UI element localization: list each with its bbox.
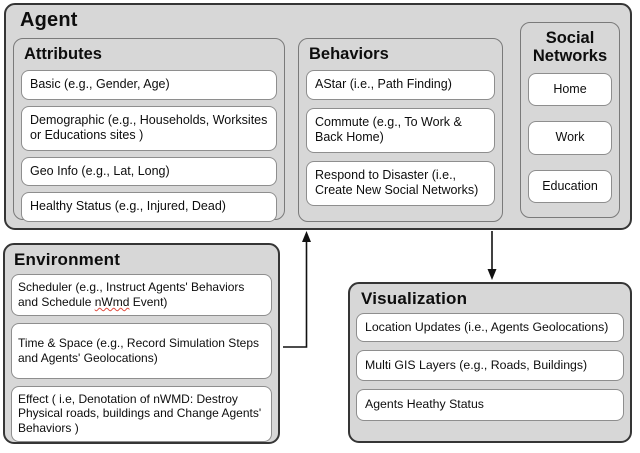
environment-panel: Environment Scheduler (e.g., Instruct Ag… [3,243,280,444]
environment-items: Scheduler (e.g., Instruct Agents' Behavi… [11,274,272,449]
visualization-item-location-updates: Location Updates (i.e., Agents Geolocati… [356,313,624,343]
environment-to-behaviors-arrow [283,231,311,348]
social-networks-group: Social Networks Home Work Education [520,22,620,218]
social-network-item-education: Education [528,169,612,204]
agent-to-visualization-arrow [487,231,497,280]
visualization-item-multi-gis-layers: Multi GIS Layers (e.g., Roads, Buildings… [356,350,624,382]
environment-item-time-space: Time & Space (e.g., Record Simulation St… [11,322,272,379]
behavior-item-commute: Commute (e.g., To Work & Back Home) [306,107,495,153]
behavior-item-astar: AStar (i.e., Path Finding) [306,70,495,100]
scheduler-misspelled-word: nWmd [94,294,130,309]
behaviors-group: Behaviors AStar (i.e., Path Finding) Com… [298,38,503,222]
scheduler-text-suffix: Event) [129,294,168,309]
social-network-item-home: Home [528,72,612,107]
social-networks-title: Social Networks [532,29,608,66]
agent-title: Agent [20,9,78,31]
visualization-panel: Visualization Location Updates (i.e., Ag… [348,282,632,443]
attribute-item-basic: Basic (e.g., Gender, Age) [21,70,277,100]
behaviors-title: Behaviors [309,45,389,63]
attribute-item-demographic: Demographic (e.g., Households, Worksites… [21,105,277,151]
visualization-title: Visualization [361,289,468,308]
scheduler-text-prefix: Scheduler (e.g., Instruct Agents' Behavi… [18,280,245,309]
behavior-item-respond-to-disaster: Respond to Disaster (i.e., Create New So… [306,160,495,206]
environment-title: Environment [14,250,121,269]
environment-item-effect: Effect ( i.e, Denotation of nWMD: Destro… [11,385,272,443]
attribute-item-healthy-status: Healthy Status (e.g., Injured, Dead) [21,192,277,222]
attribute-item-geo-info: Geo Info (e.g., Lat, Long) [21,156,277,187]
attributes-title: Attributes [24,45,102,63]
attributes-group: Attributes Basic (e.g., Gender, Age) Dem… [13,38,285,222]
social-network-item-work: Work [528,121,612,155]
visualization-item-agents-heathy-status: Agents Heathy Status [356,389,624,421]
environment-item-scheduler: Scheduler (e.g., Instruct Agents' Behavi… [11,274,272,316]
visualization-items: Location Updates (i.e., Agents Geolocati… [356,313,624,429]
